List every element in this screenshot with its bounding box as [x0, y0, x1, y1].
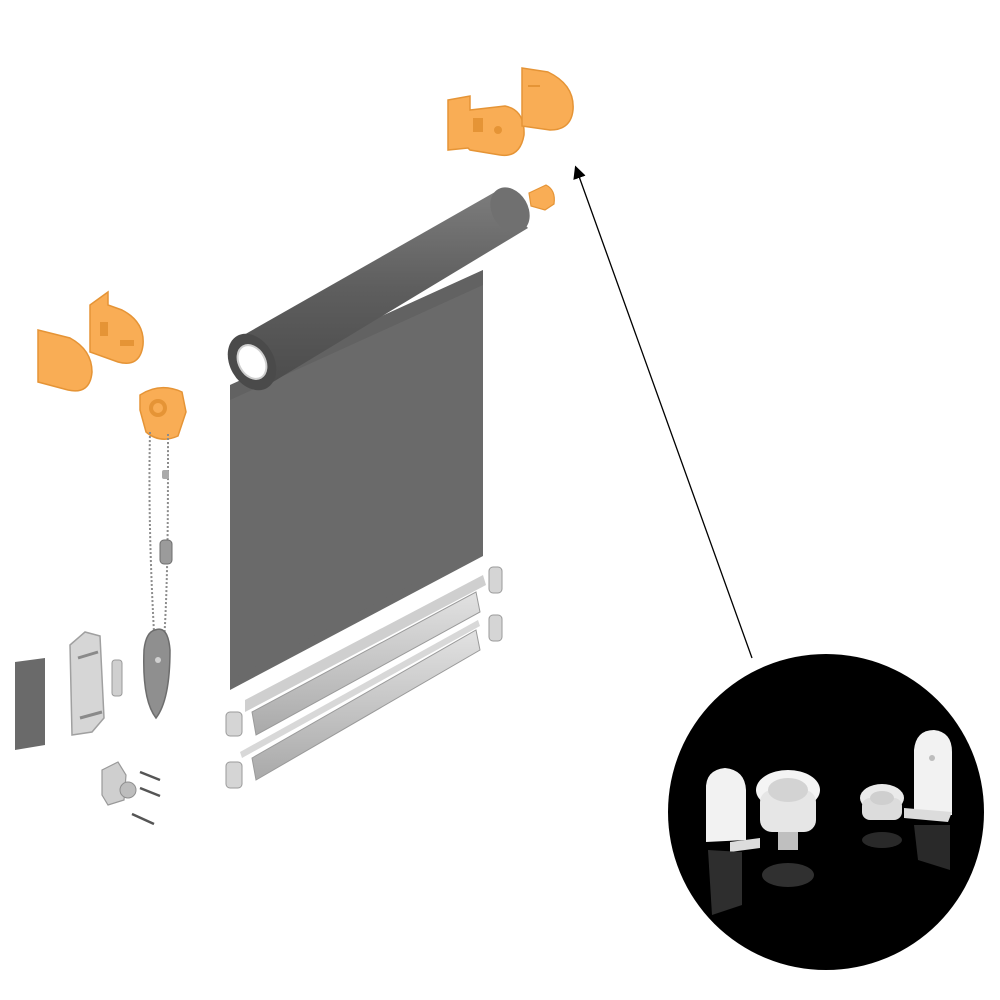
inset-photo: [668, 654, 984, 970]
roller-tube: [227, 187, 530, 391]
inset-idle-plug: [860, 784, 904, 848]
rail-end-caps: [225, 566, 503, 789]
idle-end-plug: [528, 184, 555, 211]
chain-tensioner-base: [101, 761, 161, 826]
chain-tensioner: [159, 470, 173, 565]
inset-clutch-gear: [756, 770, 820, 887]
chain-clutch: [139, 386, 187, 440]
chain-weight: [143, 628, 171, 720]
left-end-cap: [37, 329, 93, 392]
inset-l-bracket: [904, 730, 952, 870]
weight-bar: [230, 547, 486, 781]
wall-clip: [69, 631, 123, 736]
pointer-arrow: [573, 165, 753, 659]
wall-plate: [15, 658, 45, 750]
right-end-cap: [521, 67, 574, 131]
left-bracket: [89, 290, 144, 364]
inset-end-cap: [705, 768, 760, 915]
right-bracket: [447, 95, 525, 157]
